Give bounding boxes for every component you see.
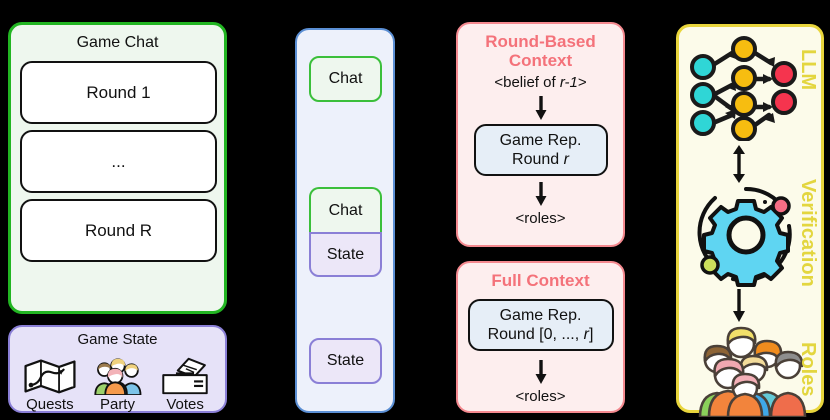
arrow-down-icon xyxy=(535,360,546,384)
game-state-party: Party xyxy=(89,357,145,413)
llm-pipeline-panel: LLM Verification Roles xyxy=(676,24,824,417)
round-box-first: Round 1 xyxy=(20,61,217,124)
belief-text-prefix: <belief of xyxy=(494,74,560,91)
full-context-game-rep-box: Game Rep. Round [0, ..., r] xyxy=(467,299,614,351)
belief-text-suffix: > xyxy=(577,74,587,91)
game-state-votes: Votes xyxy=(157,357,213,413)
game-state-icon-row: Quests xyxy=(10,351,225,413)
game-state-quests-label: Quests xyxy=(26,396,74,413)
map-icon xyxy=(24,359,76,394)
llm-label: LLM xyxy=(797,49,819,91)
arrow-down-icon xyxy=(535,182,546,206)
full-context-panel: Full Context Game Rep. Round [0, ..., r]… xyxy=(456,261,625,413)
game-rep-line2: Round [0, ..., r] xyxy=(488,325,594,344)
game-rep-round-tail: ] xyxy=(588,326,594,343)
gear-verification-icon xyxy=(697,186,792,287)
stack-combo-state-half: State xyxy=(309,232,382,277)
game-rep-line1: Game Rep. xyxy=(499,307,582,324)
game-state-quests: Quests xyxy=(22,357,78,413)
full-context-title: Full Context xyxy=(491,271,590,290)
game-chat-title: Game Chat xyxy=(76,34,159,51)
game-rep-line1: Game Rep. xyxy=(499,132,582,149)
game-rep-round-var: r xyxy=(563,151,569,168)
arrow-down-icon xyxy=(733,289,745,322)
game-rep-round-label: Round [0, ..., xyxy=(487,326,584,343)
round-based-context-panel: Round-Based Context <belief of r-1> Game… xyxy=(456,22,625,247)
roles-label: Roles xyxy=(797,342,819,397)
round-based-belief-text: <belief of r-1> xyxy=(458,74,623,91)
arrow-bidirectional-icon xyxy=(733,145,745,183)
ballot-box-icon xyxy=(162,357,208,395)
round-based-roles-text: <roles> xyxy=(515,210,566,227)
verification-label: Verification xyxy=(797,179,819,287)
context-stack-panel: Chat Chat State State xyxy=(295,28,395,413)
game-chat-panel: Game Chat Round 1 ... Round R xyxy=(8,22,227,314)
game-state-party-label: Party xyxy=(99,396,135,413)
people-group-icon xyxy=(698,326,807,417)
stack-chat-state-pill: Chat State xyxy=(309,187,382,277)
round-based-context-title: Round-Based Context xyxy=(485,32,596,70)
game-rep-round-var: r xyxy=(583,326,589,343)
stack-chat-pill: Chat xyxy=(309,56,382,102)
game-state-votes-label: Votes xyxy=(166,396,204,413)
belief-text-var: r-1 xyxy=(559,74,578,91)
game-state-panel: Game State Quests xyxy=(8,325,227,413)
round-box-ellipsis: ... xyxy=(20,130,217,193)
game-state-title: Game State xyxy=(77,331,158,348)
game-rep-round-label: Round xyxy=(512,151,564,168)
stack-combo-chat-half: Chat xyxy=(309,187,382,232)
people-icon xyxy=(94,358,142,395)
node-graph-icon xyxy=(690,36,797,141)
round-box-last: Round R xyxy=(20,199,217,262)
arrow-down-icon xyxy=(535,96,546,120)
round-based-game-rep-box: Game Rep. Round r xyxy=(473,124,608,176)
game-rep-line2: Round r xyxy=(512,150,569,169)
full-context-roles-text: <roles> xyxy=(515,388,566,405)
stack-state-pill: State xyxy=(309,338,382,384)
